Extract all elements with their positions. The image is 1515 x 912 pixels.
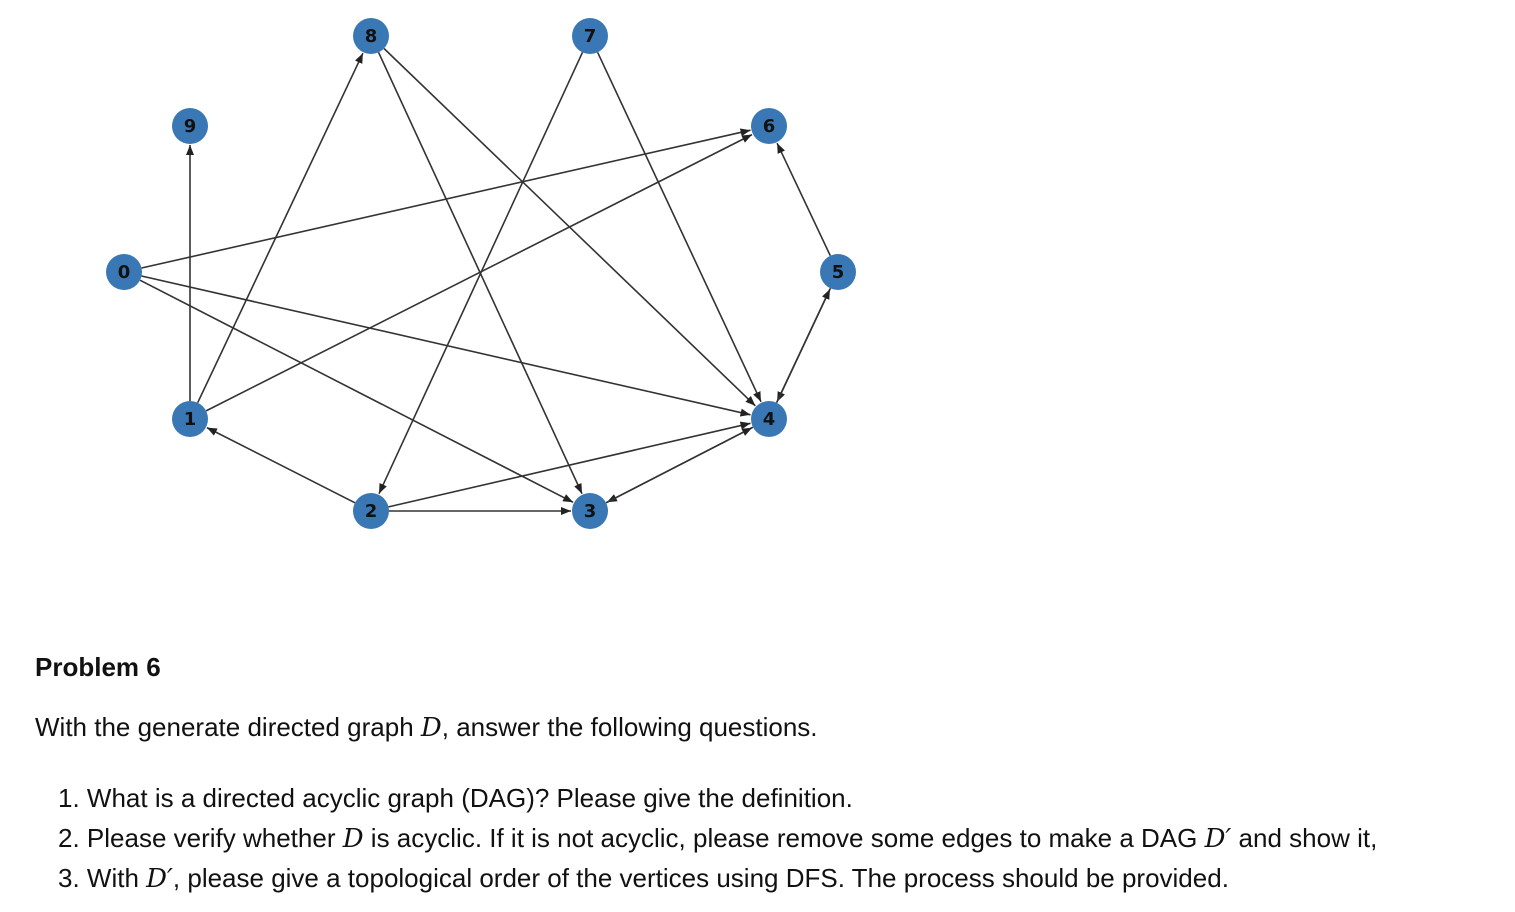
question-number: 1. (58, 783, 87, 813)
node-label-3: 3 (584, 501, 597, 522)
node-2: 2 (353, 493, 389, 529)
problem-title: Problem 6 (35, 652, 161, 682)
problem-intro: With the generate directed graph D, answ… (35, 712, 818, 743)
edge-5-to-6 (776, 142, 832, 257)
node-label-1: 1 (184, 409, 197, 430)
node-5: 5 (820, 254, 856, 290)
node-label-7: 7 (584, 26, 597, 47)
question-item: 3. With D′, please give a topological or… (58, 862, 1377, 902)
node-7: 7 (572, 18, 608, 54)
question-text: With (86, 863, 147, 893)
node-circle-0 (106, 254, 142, 290)
math-symbol: D′ (146, 864, 173, 894)
node-circle-9 (172, 108, 208, 144)
node-label-9: 9 (184, 116, 197, 137)
edge-1-to-8 (196, 52, 364, 404)
node-label-2: 2 (365, 501, 378, 522)
edge-7-to-2 (378, 51, 584, 495)
directed-graph: 0 1 2 3 4 5 6 7 8 9 (106, 18, 856, 529)
intro-text-after: , answer the following questions. (441, 712, 818, 742)
node-circle-4 (751, 401, 787, 437)
edge-0-to-4 (141, 275, 751, 417)
edge-3-to-4 (605, 426, 753, 504)
node-circle-1 (172, 401, 208, 437)
intro-text-before: With the generate directed graph (35, 712, 421, 742)
node-0: 0 (106, 254, 142, 290)
node-label-0: 0 (118, 262, 131, 283)
node-circle-5 (820, 254, 856, 290)
edge-8-to-4 (383, 47, 756, 407)
math-symbol: D′ (1204, 824, 1232, 854)
question-text: Please verify whether (86, 823, 343, 853)
node-label-6: 6 (763, 116, 776, 137)
question-item: 1. What is a directed acyclic graph (DAG… (58, 782, 1377, 822)
node-circle-3 (572, 493, 608, 529)
intro-math-symbol: D (420, 713, 442, 743)
node-label-8: 8 (365, 26, 378, 47)
node-circle-7 (572, 18, 608, 54)
edge-2-to-1 (206, 426, 356, 504)
node-circle-2 (353, 493, 389, 529)
node-circle-6 (751, 108, 787, 144)
edge-7-to-4 (596, 51, 762, 403)
question-number: 3. (58, 863, 87, 893)
node-8: 8 (353, 18, 389, 54)
node-6: 6 (751, 108, 787, 144)
node-label-5: 5 (832, 262, 845, 283)
node-3: 3 (572, 493, 608, 529)
math-symbol: D (342, 824, 364, 854)
question-text: is acyclic. If it is not acyclic, please… (363, 823, 1205, 853)
question-text: What is a directed acyclic graph (DAG)? … (86, 783, 853, 813)
node-4: 4 (751, 401, 787, 437)
question-number: 2. (58, 823, 87, 853)
node-1: 1 (172, 401, 208, 437)
node-9: 9 (172, 108, 208, 144)
question-list: 1. What is a directed acyclic graph (DAG… (58, 782, 1377, 902)
edge-2-to-4 (388, 421, 751, 508)
edge-0-to-3 (139, 279, 574, 504)
node-label-4: 4 (763, 409, 776, 430)
node-circle-8 (353, 18, 389, 54)
edge-1-to-6 (205, 133, 753, 412)
edge-4-to-5 (775, 288, 831, 404)
question-item: 2. Please verify whether D is acyclic. I… (58, 822, 1377, 862)
question-text: , please give a topological order of the… (172, 863, 1229, 893)
question-text: and show it, (1231, 823, 1378, 853)
